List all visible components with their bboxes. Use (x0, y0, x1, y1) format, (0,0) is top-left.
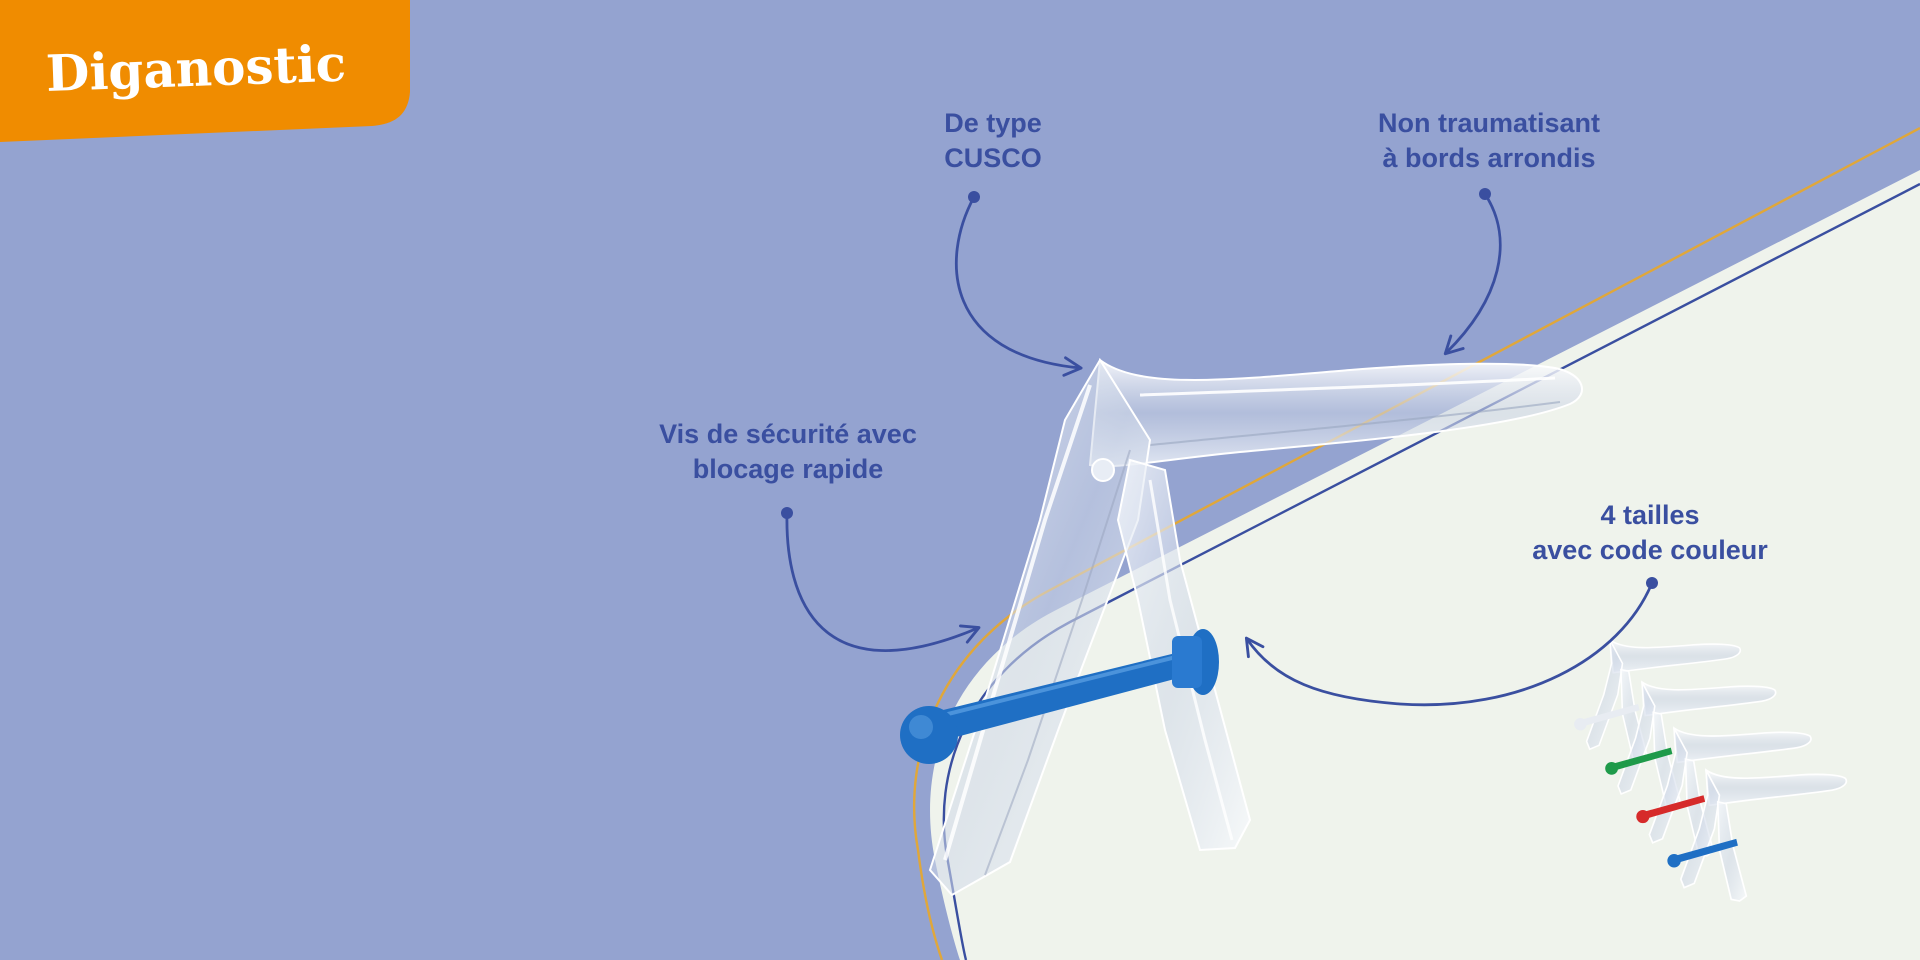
callout-type-line-1: De type (944, 108, 1042, 138)
callout-rounded-edges: Non traumatisant à bords arrondis (1339, 106, 1639, 176)
size-variants-image (1574, 638, 1848, 902)
speculum-main-image (900, 358, 1583, 897)
callout-sizes-line-1: 4 tailles (1600, 500, 1700, 530)
brand-tab: Diganostic (0, 0, 410, 142)
accent-line-gold (912, 126, 1920, 960)
callout-type-cusco: De type CUSCO (893, 106, 1093, 176)
callout-connectors (781, 188, 1658, 707)
size-variant-none (1574, 638, 1742, 763)
callout-type-line-2: CUSCO (944, 143, 1042, 173)
speculum-locking-screw (900, 629, 1219, 764)
callout-edges-line-2: à bords arrondis (1382, 143, 1596, 173)
brand-tab-shape (0, 0, 410, 142)
callout-sizes-line-2: avec code couleur (1532, 535, 1768, 565)
brand-title: Diganostic (44, 33, 347, 103)
callout-safety-screw: Vis de sécurité avec blocage rapide (628, 417, 948, 487)
callout-screw-line-2: blocage rapide (692, 454, 884, 484)
speculum-hinge (1091, 458, 1115, 482)
callout-edges-line-1: Non traumatisant (1377, 108, 1601, 138)
connector-arrow-sizes (1244, 581, 1654, 707)
callout-four-sizes: 4 tailles avec code couleur (1500, 498, 1800, 568)
connector-arrow-screw (785, 511, 981, 652)
connector-arrow-edges (1443, 192, 1502, 356)
connector-arrow-type (954, 195, 1083, 377)
callout-screw-line-1: Vis de sécurité avec (659, 419, 917, 449)
size-variant-blue (1667, 768, 1848, 902)
size-variant-green (1605, 680, 1777, 808)
